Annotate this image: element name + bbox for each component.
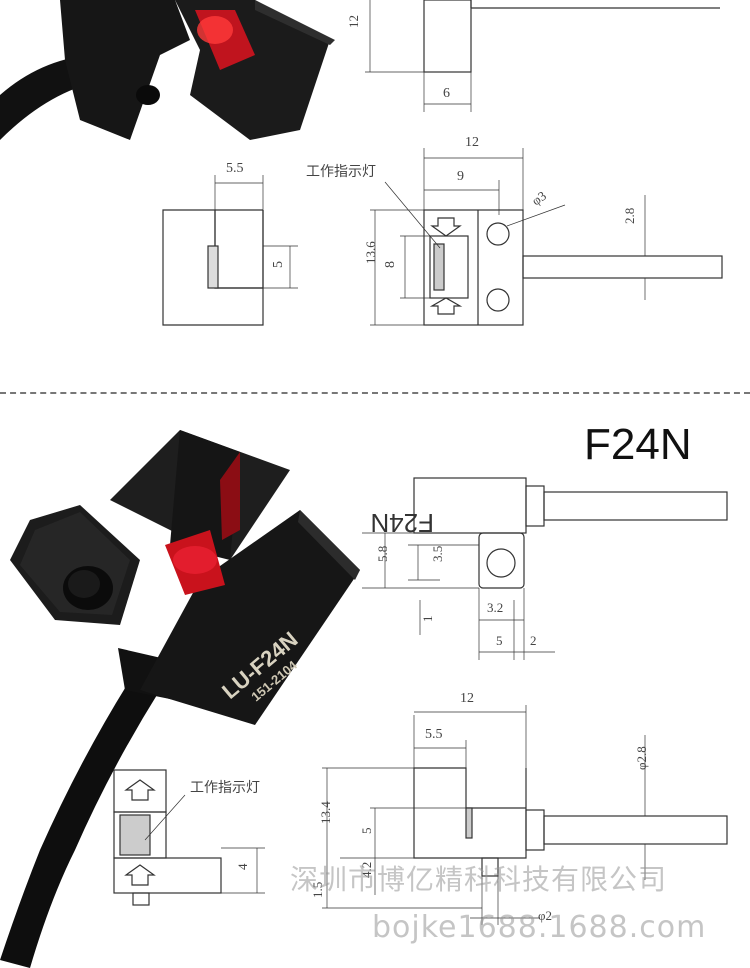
dim-13-4: 13.4 <box>318 801 333 824</box>
body-text-f24n: F24N <box>370 508 434 538</box>
bottom-left-view <box>113 769 265 906</box>
dim-3-2: 3.2 <box>487 600 503 615</box>
dim-5-bottom: 5 <box>359 828 374 835</box>
dim-5-5: 5.5 <box>226 161 244 176</box>
dim-phi3: φ3 <box>529 188 549 208</box>
dim-4: 4 <box>235 863 250 870</box>
dim-5-5-bottom: 5.5 <box>425 727 443 742</box>
section-divider <box>0 392 750 394</box>
dim-phi2: φ2 <box>538 908 552 923</box>
indicator-label-top: 工作指示灯 <box>306 164 376 180</box>
dim-phi2-8: φ2.8 <box>634 746 649 770</box>
dim-3-5: 3.5 <box>430 546 445 562</box>
bottom-top-view <box>362 477 728 660</box>
top-front-view <box>162 175 298 326</box>
top-side-view <box>365 0 720 112</box>
dim-5-small: 5 <box>496 633 503 648</box>
dim-12-bottom: 12 <box>460 691 474 706</box>
bottom-product-photo <box>0 430 360 968</box>
model-title: F24N <box>584 420 692 469</box>
top-product-photo <box>0 0 335 140</box>
dim-12-side: 12 <box>346 15 361 28</box>
dim-12-top: 12 <box>465 135 479 150</box>
dim-1: 1 <box>420 616 435 623</box>
dim-6: 6 <box>443 86 450 101</box>
dim-13-6: 13.6 <box>363 241 378 264</box>
dim-4-2: 4.2 <box>359 862 374 878</box>
dim-5-8: 5.8 <box>375 546 390 562</box>
dim-9: 9 <box>457 169 464 184</box>
indicator-label-bottom: 工作指示灯 <box>190 780 260 796</box>
dim-5: 5 <box>271 261 286 268</box>
dim-2-8: 2.8 <box>622 208 637 224</box>
dim-2: 2 <box>530 633 537 648</box>
bottom-side-view <box>322 705 728 925</box>
bottom-section-drawing: LU-F24N 151-2104 F24N 5.8 3.5 1 3.2 5 <box>0 430 728 968</box>
dim-1-5: 1.5 <box>310 882 325 898</box>
top-section-drawing: 12 6 5.5 5 <box>0 0 723 326</box>
watermark-company: 深圳市博亿精科科技有限公司 <box>290 863 668 896</box>
watermark-site: bojke1688.1688.com <box>372 910 707 945</box>
dim-8: 8 <box>383 261 398 268</box>
top-top-view <box>370 148 723 326</box>
